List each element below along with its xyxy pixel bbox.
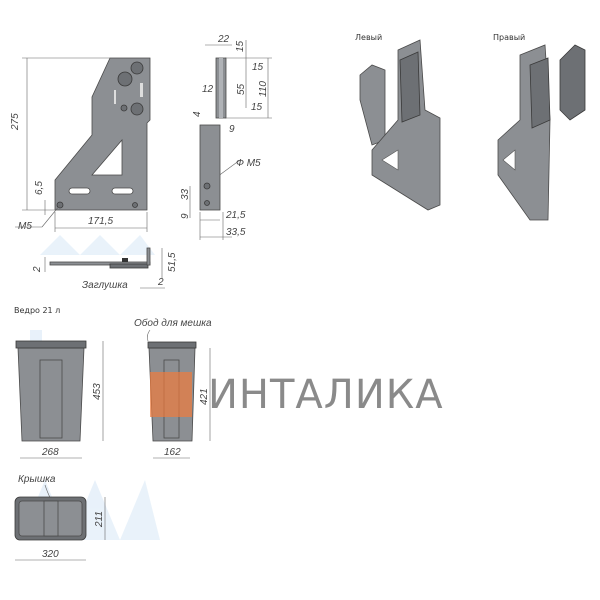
dim-side-9b: 9	[180, 213, 191, 219]
wheel-icon	[117, 71, 133, 87]
dim-side-4: 4	[192, 111, 203, 117]
left-label: Левый	[355, 33, 382, 42]
dim-side-22: 22	[217, 34, 230, 45]
dim-side-hole: Ф M5	[236, 158, 261, 169]
dimension-lines	[15, 40, 272, 561]
dim-side-21-5: 21,5	[225, 210, 246, 221]
dim-bottom-2b: 2	[157, 277, 164, 288]
dim-front-width: 268	[41, 447, 59, 458]
dim-height: 275	[10, 113, 21, 131]
dim-hole-offset: 6,5	[34, 181, 45, 195]
intalika-logo: ИНТАЛИКА	[150, 372, 444, 418]
bracket-bottom-view	[49, 247, 151, 269]
dim-side-15a: 15	[235, 40, 246, 52]
bracket-side-view	[199, 57, 227, 211]
dim-width: 171,5	[88, 216, 113, 227]
dim-bottom-51-5: 51,5	[167, 252, 178, 272]
mechanism-left-3d	[359, 39, 441, 211]
dim-lid-height: 211	[94, 511, 105, 528]
screw-icon	[130, 102, 144, 116]
screw-icon	[130, 61, 144, 75]
dim-lid-width: 320	[42, 549, 59, 560]
logo-text: ИНТАЛИКА	[208, 372, 444, 418]
right-label: Правый	[493, 33, 525, 42]
dim-front-height: 453	[92, 383, 103, 400]
dim-side-width: 162	[164, 447, 181, 458]
bag-rim-label: Обод для мешка	[134, 317, 212, 329]
dim-side-33-5: 33,5	[226, 227, 246, 238]
dim-side-9: 9	[229, 124, 235, 135]
dim-side-33: 33	[180, 188, 191, 200]
mechanism-right-3d	[497, 44, 586, 221]
bracket-front-view	[54, 57, 151, 211]
plug-label: Заглушка	[82, 280, 128, 291]
lid-label: Крышка	[18, 474, 56, 485]
logo-accent-square	[150, 372, 192, 417]
dim-thread: M5	[18, 221, 32, 232]
dim-side-height: 421	[199, 388, 210, 405]
bucket-title: Ведро 21 л	[14, 306, 60, 315]
dim-bottom-2: 2	[32, 266, 43, 273]
dim-side-110: 110	[258, 81, 269, 97]
lid-top-view	[14, 496, 87, 541]
dim-side-15b: 15	[252, 62, 264, 73]
bucket-front-view	[15, 340, 87, 442]
dim-side-55: 55	[236, 83, 247, 95]
dim-side-15c: 15	[251, 102, 263, 113]
dim-side-12: 12	[202, 84, 214, 95]
